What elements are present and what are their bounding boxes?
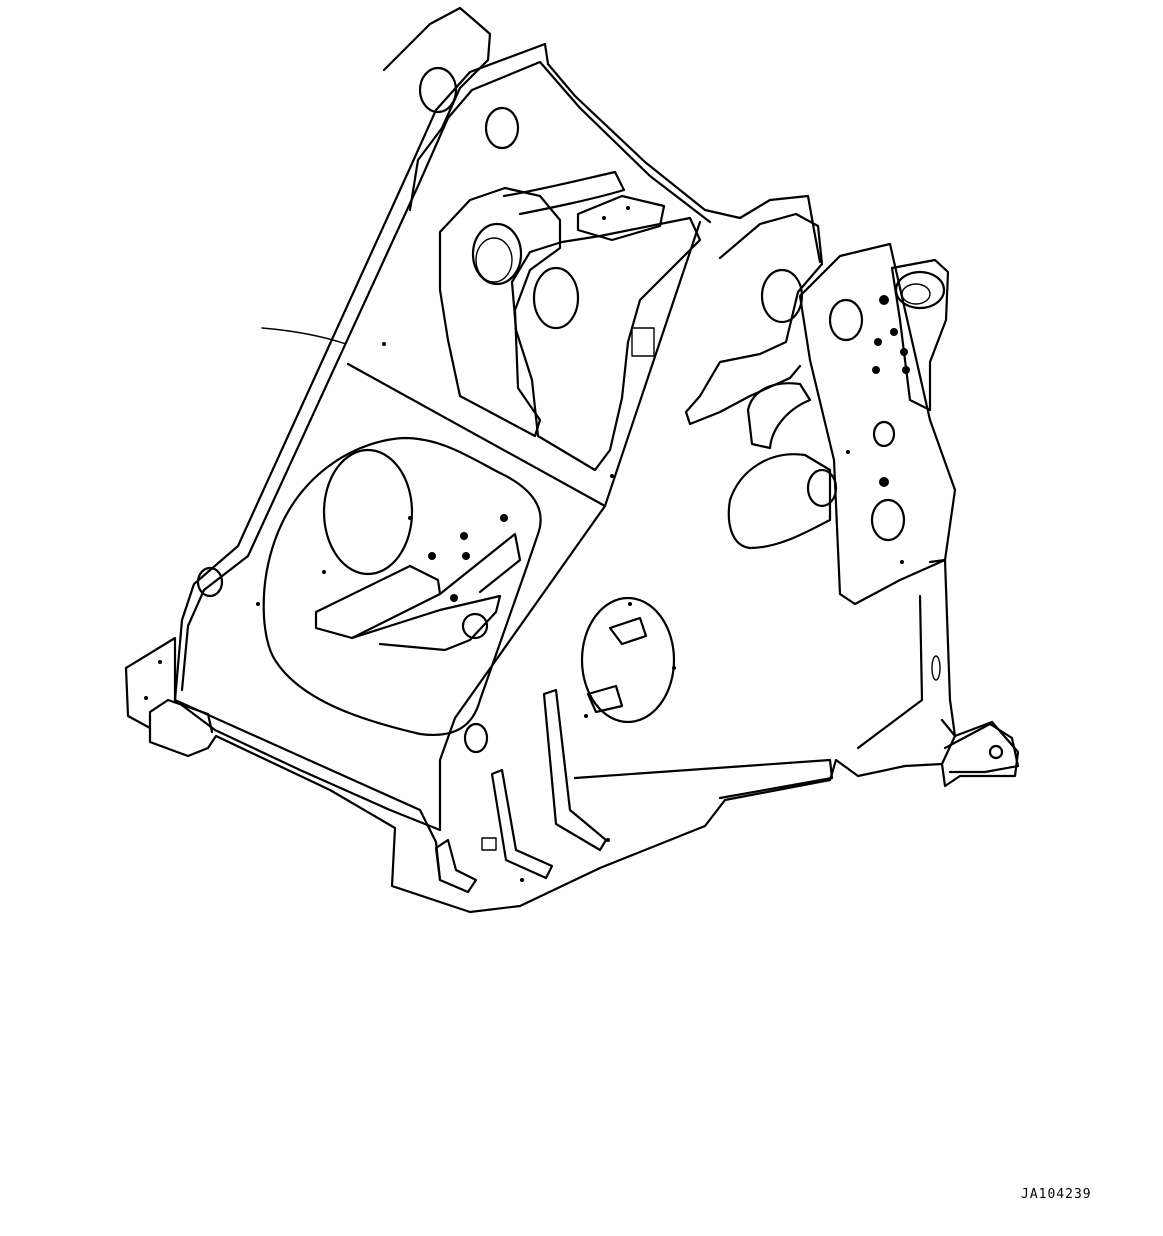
bolt (900, 560, 904, 564)
mid-bracket-right-hole (532, 266, 580, 330)
cylinder-mount (890, 258, 950, 412)
side-plate-hole-bottom (870, 498, 906, 542)
left-leg-hole (196, 566, 224, 598)
side-cutout (580, 596, 676, 724)
inner-arm-pin (461, 612, 489, 640)
inner-bracket-lower (350, 594, 502, 652)
main-frame-inner (180, 60, 712, 692)
bolt (879, 477, 889, 487)
bolt (584, 714, 588, 718)
bolt (500, 514, 508, 522)
frame-front-right (438, 220, 702, 832)
side-plate-hole-top (828, 298, 864, 342)
inner-arm (438, 532, 522, 596)
cylinder-mount-bore-inner (901, 283, 931, 305)
rear-lug (943, 722, 1020, 774)
side-plate (798, 242, 957, 606)
bolt (408, 516, 412, 520)
lower-link (727, 453, 832, 550)
bolt (450, 594, 458, 602)
base-plate (124, 666, 1020, 914)
cylinder-mount-bore (894, 270, 946, 310)
name-plate (631, 327, 655, 357)
base-plate-top-edge (124, 636, 442, 832)
top-left-tower-hole (418, 66, 458, 114)
bolt (322, 570, 326, 574)
side-plate-hole-mid (872, 420, 896, 448)
right-tower-hole (760, 268, 804, 324)
mid-bracket-left-hole-inner (475, 237, 513, 283)
front-leg-hole (463, 722, 489, 754)
mid-bracket-left-hole (471, 222, 523, 286)
rear-lug-hole (988, 744, 1004, 760)
gusset-left (490, 768, 554, 880)
top-left-tower (382, 6, 492, 212)
bolt (158, 660, 162, 664)
bolt (460, 532, 468, 540)
bolt (890, 328, 898, 336)
right-column-hole (931, 655, 941, 681)
lower-link-hole (806, 468, 838, 508)
bolt-group (144, 206, 910, 882)
mid-cross-plate (576, 194, 666, 242)
bolt (256, 602, 260, 606)
right-column (928, 558, 957, 766)
main-frame-outer (173, 42, 822, 702)
bolt (462, 552, 470, 560)
bolt (520, 878, 524, 882)
bolt (874, 338, 882, 346)
bolt (610, 474, 614, 478)
right-column-inner (856, 594, 924, 750)
bolt (144, 696, 148, 700)
bolt (626, 206, 630, 210)
bolt (382, 342, 386, 346)
bolt (879, 295, 889, 305)
bolt (900, 348, 908, 356)
bolt (428, 552, 436, 560)
bolt (602, 216, 606, 220)
mid-bracket-right (510, 216, 702, 472)
bolt (628, 602, 632, 606)
side-cutout-block-bottom (586, 684, 624, 714)
gusset-center (542, 688, 608, 852)
mid-curved-plate (502, 170, 626, 216)
base-plate-left-block (148, 698, 214, 734)
bolt (672, 666, 676, 670)
lower-curved-arm (746, 382, 812, 450)
drawing-code: JA104239 (1021, 1187, 1092, 1202)
right-tower (684, 212, 824, 426)
bolt (872, 366, 880, 374)
main-frame-left-edge (173, 698, 442, 882)
side-cutout-block-top (608, 616, 648, 646)
front-cutout-hole (322, 448, 414, 576)
bolt (902, 366, 910, 374)
top-center-hole (484, 106, 520, 150)
gusset-right-rib (573, 758, 834, 800)
bolt (606, 838, 610, 842)
small-block (481, 837, 497, 851)
bolt (846, 450, 850, 454)
front-cutout (262, 436, 542, 736)
gusset-front (434, 838, 478, 894)
inner-bracket (314, 564, 442, 640)
leader-line (261, 327, 347, 345)
frame-divider (346, 362, 607, 508)
